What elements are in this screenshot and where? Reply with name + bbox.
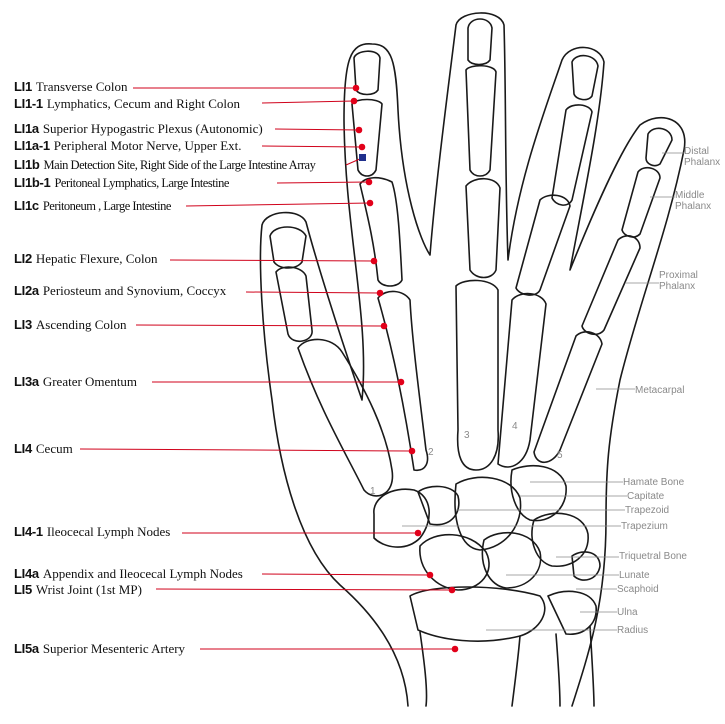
anat-label-capitate: Capitate	[627, 491, 665, 502]
point-dot-li1-1	[350, 97, 358, 105]
middle-middle	[465, 64, 497, 177]
point-dot-li3a	[397, 378, 405, 386]
ulna-bone	[547, 590, 597, 635]
metacarpal-number-1: 1	[370, 486, 376, 497]
point-dot-li4a	[426, 571, 434, 579]
point-dot-li4-1	[414, 529, 422, 537]
thumb-distal	[269, 226, 307, 269]
middle-distal	[467, 18, 493, 66]
leader-line-li1a-1	[261, 145, 363, 148]
point-dot-li1	[352, 84, 360, 92]
point-leaders	[79, 84, 459, 653]
trapezoid-bone	[417, 485, 460, 526]
ring-proximal	[515, 194, 571, 296]
middle-proximal	[465, 177, 501, 279]
anatomy-leaders	[402, 152, 684, 631]
leader-line-li2	[169, 259, 375, 262]
anat-label-ulna: Ulna	[617, 607, 638, 618]
ring-middle	[551, 104, 593, 206]
thumb-metacarpal	[297, 338, 394, 497]
index-proximal	[359, 176, 403, 287]
point-marker-li1b	[359, 154, 366, 161]
hamate-bone	[510, 464, 567, 522]
metacarpal-number-2: 2	[428, 447, 434, 458]
index-middle	[351, 98, 383, 177]
index-distal	[353, 50, 381, 96]
ulna-shaft	[555, 625, 595, 707]
point-dot-li5	[448, 586, 456, 594]
middle-metacarpal	[455, 279, 500, 471]
leader-line-li4	[79, 448, 413, 452]
point-dot-li2	[370, 257, 378, 265]
anat-label-trapezium: Trapezium	[621, 521, 668, 532]
leader-line-li5	[155, 588, 453, 591]
hand-outline	[259, 12, 686, 707]
point-dot-li1a-1	[358, 143, 366, 151]
point-dot-li2a	[376, 289, 384, 297]
leader-line-li2a	[245, 291, 381, 294]
leader-line-li1-1	[261, 100, 355, 104]
leader-line-li3	[135, 324, 385, 327]
ring-distal	[571, 54, 599, 101]
leader-line-li1a	[274, 128, 360, 131]
little-metacarpal	[533, 331, 603, 464]
radius-bone	[409, 586, 546, 642]
hand-skeleton	[259, 12, 686, 707]
anat-label-hamate: Hamate Bone	[623, 477, 685, 488]
trapezium-bone	[373, 488, 430, 548]
anat-label-radius: Radius	[617, 625, 649, 636]
anat-label-trapezoid: Trapezoid	[625, 505, 670, 516]
point-dot-li1a	[355, 126, 363, 134]
point-dot-li1c	[366, 199, 374, 207]
little-middle	[621, 166, 661, 238]
lunate-bone	[481, 532, 542, 589]
anat-label-lunate: Lunate	[619, 570, 650, 581]
radius-shaft	[419, 631, 521, 707]
point-dot-li4	[408, 447, 416, 455]
ring-metacarpal	[497, 292, 547, 468]
point-dot-li1b-1	[365, 178, 373, 186]
point-dot-li5a	[451, 645, 459, 653]
metacarpal-number-3: 3	[464, 430, 470, 441]
leader-line-li1b-1	[276, 181, 370, 184]
thumb-proximal	[275, 266, 313, 342]
point-dot-li3	[380, 322, 388, 330]
anat-label-triquetral: Triquetral Bone	[619, 551, 687, 562]
index-metacarpal	[377, 290, 429, 472]
leader-line-li4a	[261, 573, 431, 576]
scaphoid-bone	[419, 533, 490, 591]
little-distal	[645, 127, 673, 167]
leader-line-li1c	[185, 202, 371, 207]
anat-label-scaphoid: Scaphoid	[617, 584, 659, 595]
pisiform-bone	[571, 551, 601, 581]
metacarpal-number-5: 5	[557, 450, 563, 461]
anat-label-metacarpal: Metacarpal	[635, 385, 685, 396]
little-proximal	[581, 235, 641, 336]
triquetral-bone	[531, 512, 589, 567]
metacarpal-number-4: 4	[512, 421, 518, 432]
